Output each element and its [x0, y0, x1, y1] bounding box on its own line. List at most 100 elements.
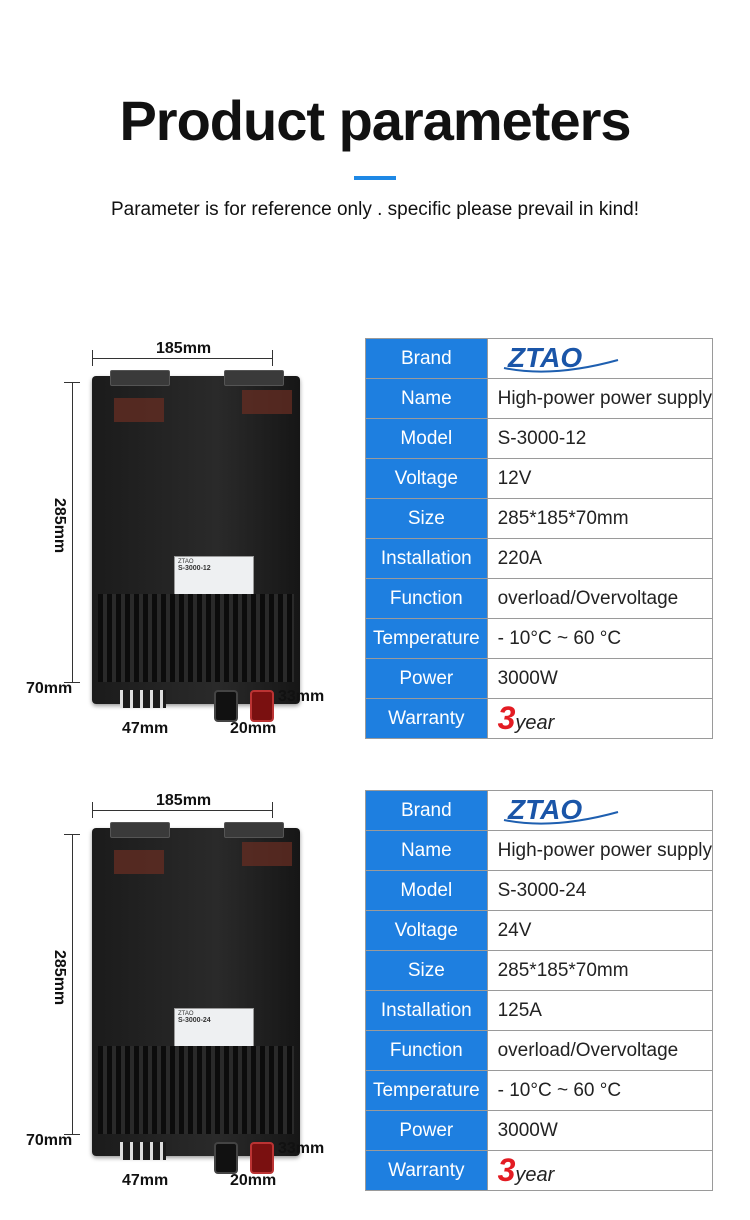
- spec-key: Power: [365, 1110, 488, 1151]
- spec-value: S-3000-12: [486, 418, 714, 459]
- warranty-unit: year: [515, 1164, 555, 1186]
- notice-label: [114, 850, 164, 874]
- svg-text:ZTAO: ZTAO: [507, 342, 582, 373]
- spec-key: Warranty: [365, 1150, 488, 1191]
- terminal-label: 33mm: [278, 1140, 325, 1157]
- height-dimension-line: [72, 382, 73, 682]
- spec-key: Function: [365, 578, 488, 619]
- product-image: 185mm 285mm ZTAO S-3000-24 70mm 33mm 47m…: [20, 790, 340, 1210]
- negative-terminal: [214, 1142, 238, 1174]
- table-row: Warranty 3year: [365, 1150, 714, 1191]
- pins-label: 47mm: [122, 720, 169, 737]
- fan-icon: [224, 822, 284, 838]
- spec-value: S-3000-24: [486, 870, 714, 911]
- spec-key: Size: [365, 950, 488, 991]
- warranty-number: 3: [497, 700, 516, 736]
- ztao-logo-icon: ZTAO: [498, 794, 712, 828]
- table-row: Temperature- 10°C ~ 60 °C: [365, 618, 714, 659]
- warranty-number: 3: [497, 1152, 516, 1188]
- spec-key: Installation: [365, 990, 488, 1031]
- terminal-label: 33mm: [278, 688, 325, 705]
- product-image: 185mm 285mm ZTAO S-3000-12 70mm 33mm 47m…: [20, 338, 340, 758]
- spec-key: Temperature: [365, 618, 488, 659]
- spec-key: Installation: [365, 538, 488, 579]
- fan-icon: [110, 370, 170, 386]
- power-supply-unit: ZTAO S-3000-12: [92, 370, 300, 704]
- spec-value: overload/Overvoltage: [486, 578, 714, 619]
- product-section-1: 185mm 285mm ZTAO S-3000-12 70mm 33mm 47m…: [0, 338, 750, 758]
- warranty-unit: year: [515, 712, 555, 734]
- spec-value: 285*185*70mm: [486, 950, 714, 991]
- terminal-pins: [120, 690, 166, 708]
- spec-key: Name: [365, 830, 488, 871]
- width-label: 185mm: [156, 792, 212, 809]
- ztao-logo-icon: ZTAO: [503, 342, 618, 373]
- vent-grille: [98, 1046, 294, 1134]
- terminal-gap-label: 20mm: [230, 720, 277, 737]
- height-dimension-line: [72, 834, 73, 1134]
- table-row: Brand ZTAO: [365, 338, 714, 379]
- spec-value: 220A: [486, 538, 714, 579]
- nameplate-model: S-3000-24: [178, 1017, 211, 1024]
- spec-key: Name: [365, 378, 488, 419]
- table-row: Warranty 3year: [365, 698, 714, 739]
- table-row: Temperature- 10°C ~ 60 °C: [365, 1070, 714, 1111]
- brand-cell: ZTAO: [486, 338, 714, 379]
- spec-key: Model: [365, 870, 488, 911]
- negative-terminal: [214, 690, 238, 722]
- width-label: 185mm: [156, 340, 212, 357]
- spec-value: - 10°C ~ 60 °C: [486, 1070, 714, 1111]
- positive-terminal: [250, 690, 274, 722]
- spec-value: 285*185*70mm: [486, 498, 714, 539]
- ztao-logo-icon: ZTAO: [178, 559, 194, 565]
- warranty-value: 3year: [486, 1150, 714, 1191]
- spec-value: 3000W: [486, 1110, 714, 1151]
- depth-label: 70mm: [26, 1132, 73, 1149]
- spec-value: 3000W: [486, 658, 714, 699]
- spec-key: Temperature: [365, 1070, 488, 1111]
- ztao-logo-icon: ZTAO: [178, 1011, 194, 1017]
- spec-value: 24V: [486, 910, 714, 951]
- spec-value: High-power power supply: [486, 378, 714, 419]
- spec-value: High-power power supply: [486, 830, 714, 871]
- table-row: Brand ZTAO: [365, 790, 714, 831]
- depth-label: 70mm: [26, 680, 73, 697]
- warranty-value: 3year: [486, 698, 714, 739]
- spec-key: Brand: [365, 338, 488, 379]
- positive-terminal: [250, 1142, 274, 1174]
- fan-icon: [110, 822, 170, 838]
- product-section-2: 185mm 285mm ZTAO S-3000-24 70mm 33mm 47m…: [0, 790, 750, 1210]
- spec-key: Voltage: [365, 458, 488, 499]
- width-dimension-line: [92, 358, 272, 359]
- notice-label: [242, 842, 292, 866]
- spec-value: overload/Overvoltage: [486, 1030, 714, 1071]
- spec-key: Voltage: [365, 910, 488, 951]
- nameplate: ZTAO S-3000-24: [174, 1008, 254, 1048]
- nameplate-model: S-3000-12: [178, 565, 211, 572]
- spec-key: Brand: [365, 790, 488, 831]
- fan-icon: [224, 370, 284, 386]
- page-title: Product parameters: [119, 89, 631, 152]
- spec-value: - 10°C ~ 60 °C: [486, 618, 714, 659]
- width-dimension-line: [92, 810, 272, 811]
- svg-text:ZTAO: ZTAO: [507, 794, 582, 825]
- spec-key: Model: [365, 418, 488, 459]
- brand-cell: ZTAO: [486, 790, 714, 831]
- spec-value: 12V: [486, 458, 714, 499]
- power-supply-unit: ZTAO S-3000-24: [92, 822, 300, 1156]
- pins-label: 47mm: [122, 1172, 169, 1189]
- title-underline: [354, 176, 396, 180]
